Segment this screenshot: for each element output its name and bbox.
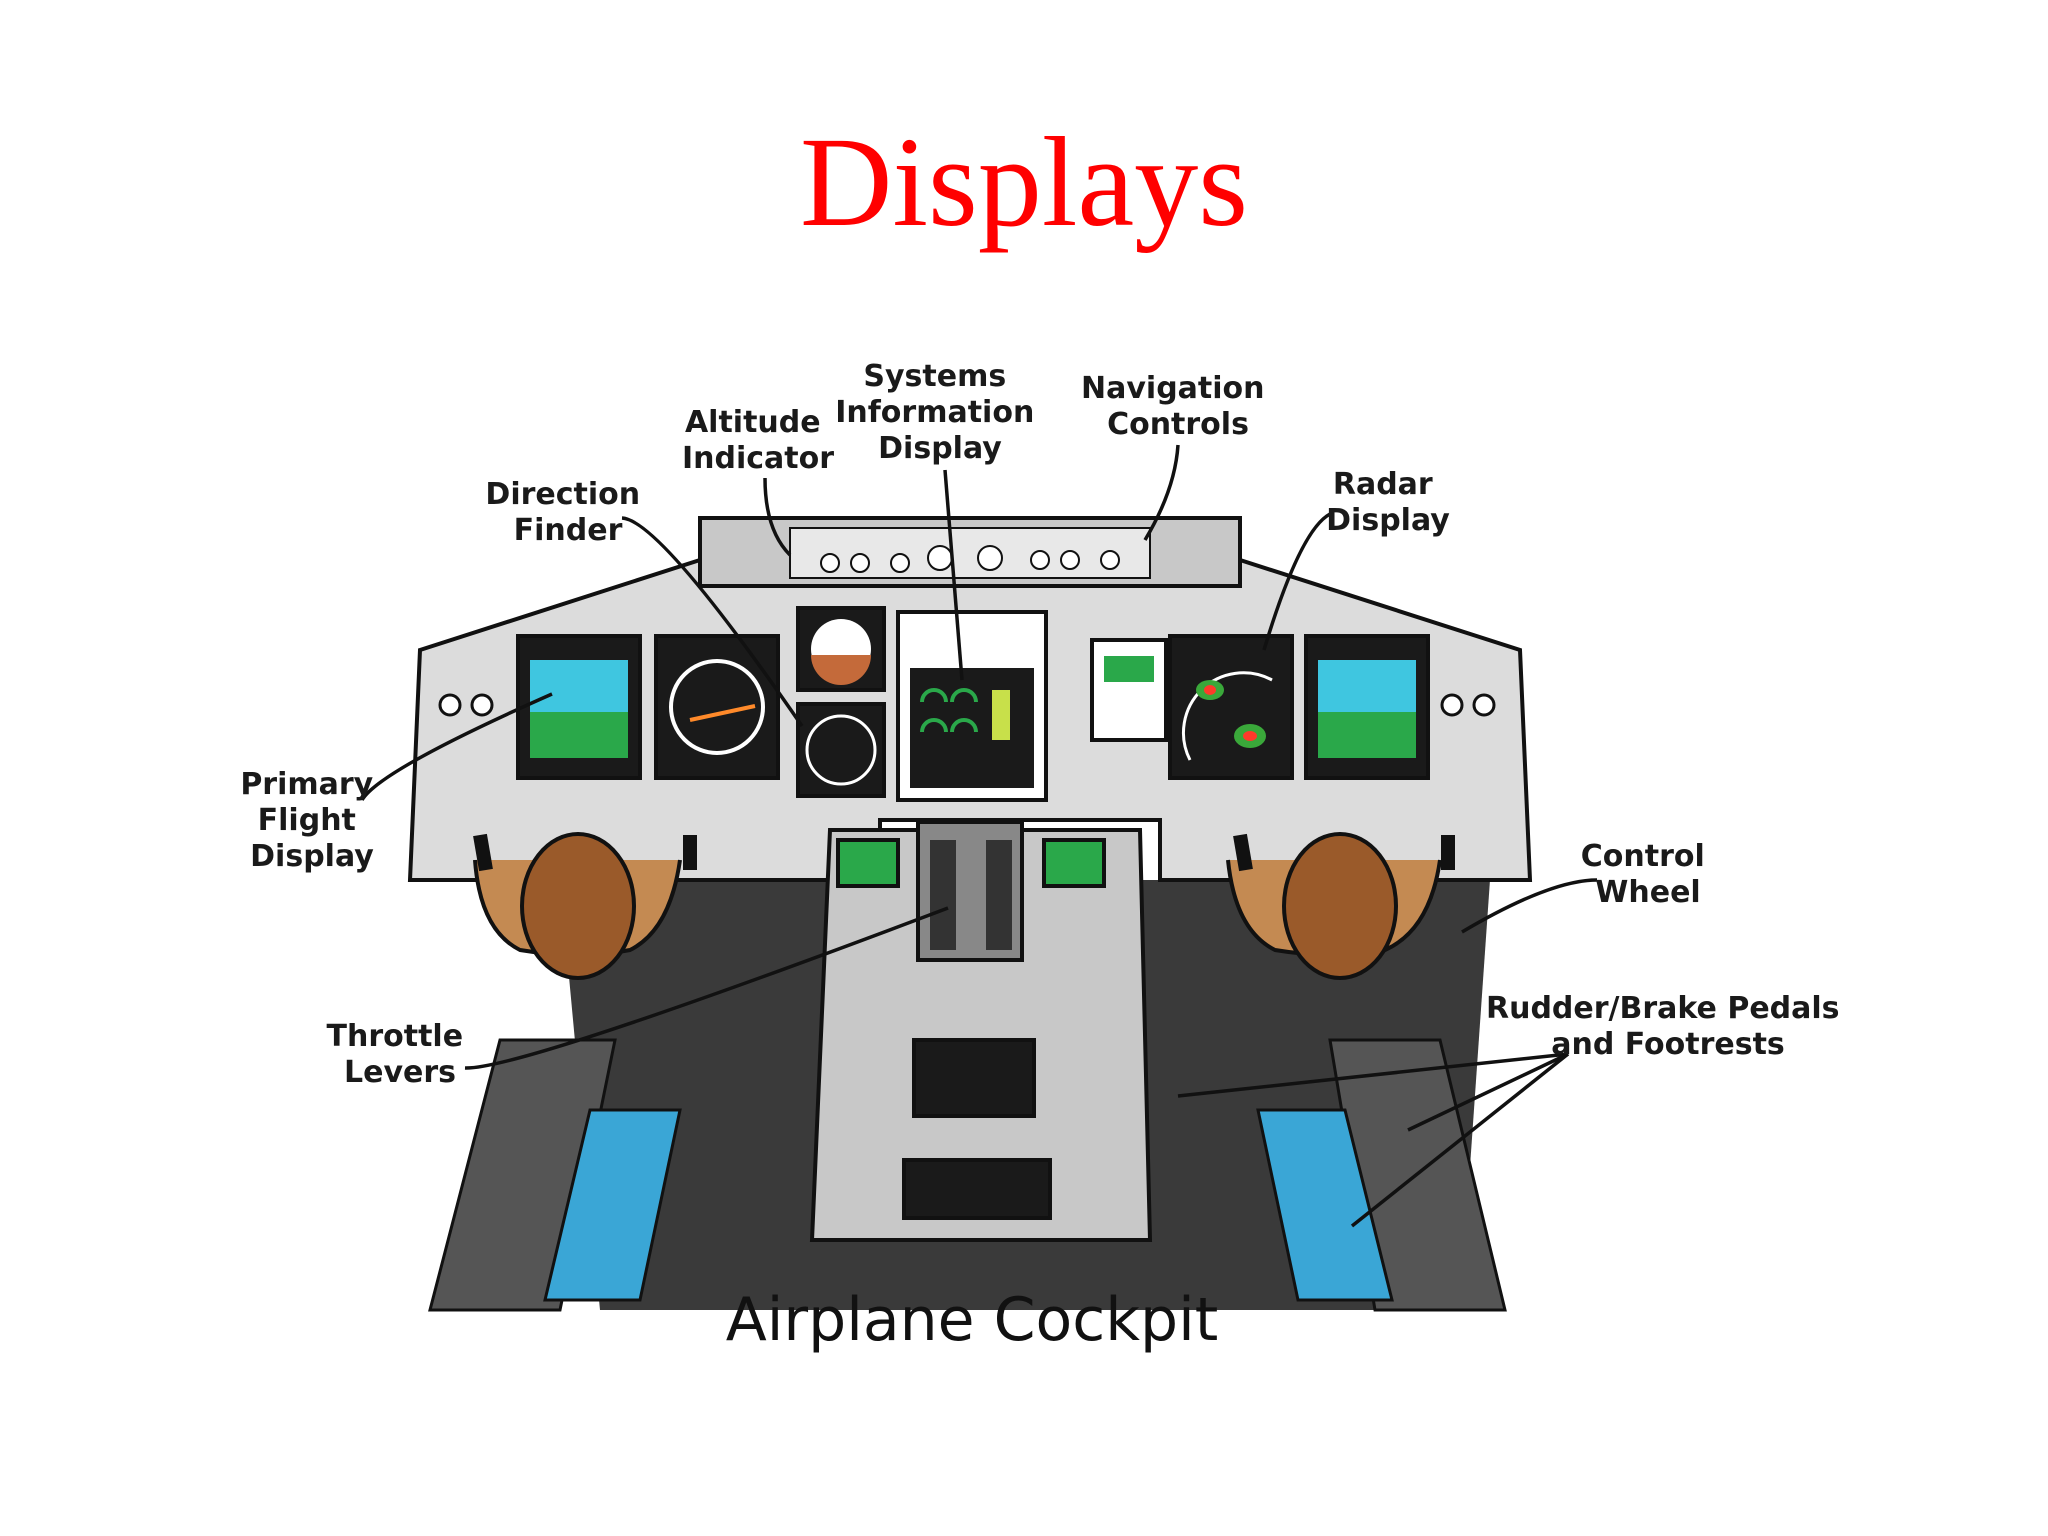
label-throttle-levers: Throttle Levers xyxy=(327,1019,474,1090)
pedestal-keypad xyxy=(902,1158,1052,1220)
center-switch-panel xyxy=(1090,638,1168,742)
label-control-wheel: Control Wheel xyxy=(1581,839,1715,910)
label-radar-display: Radar Display xyxy=(1326,467,1450,538)
label-altitude-indicator: Altitude Indicator xyxy=(682,405,834,476)
left-pedestal-screen xyxy=(836,838,900,888)
label-primary-flight-display: Primary Flight Display xyxy=(240,767,383,874)
left-pfd-screen-top xyxy=(530,660,628,712)
pedestal-center-screen xyxy=(912,1038,1036,1118)
systems-information-display-screen xyxy=(910,668,1034,788)
left-rudder-pedals xyxy=(428,1038,682,1312)
right-pedestal-screen xyxy=(1042,838,1106,888)
glareshield-control-box xyxy=(789,527,1151,579)
left-pfd-screen-bottom xyxy=(530,712,628,758)
left-pilot-head xyxy=(520,832,636,980)
slide-title: Displays xyxy=(800,111,1248,253)
label-direction-finder: Direction Finder xyxy=(485,477,650,548)
direction-finder-bezel xyxy=(796,702,886,798)
diagram-caption: Airplane Cockpit xyxy=(726,1285,1219,1355)
side-panel-knobs xyxy=(438,693,1496,717)
direction-finder-dial xyxy=(805,714,877,786)
left-navigation-display-dial xyxy=(669,659,765,755)
leader-lines xyxy=(360,444,1598,1228)
left-navigation-display-bezel xyxy=(654,634,780,780)
label-systems-information-display: Systems Information Display xyxy=(835,359,1045,466)
label-rudder-brake-pedals: Rudder/Brake Pedals and Footrests xyxy=(1486,991,1850,1062)
right-pilot xyxy=(1226,832,1455,980)
left-pilot xyxy=(473,832,697,980)
right-pilot-head xyxy=(1282,832,1398,980)
center-pedestal xyxy=(809,828,1153,1242)
label-navigation-controls: Navigation Controls xyxy=(1081,371,1275,442)
systems-screen-gauges xyxy=(920,688,978,733)
